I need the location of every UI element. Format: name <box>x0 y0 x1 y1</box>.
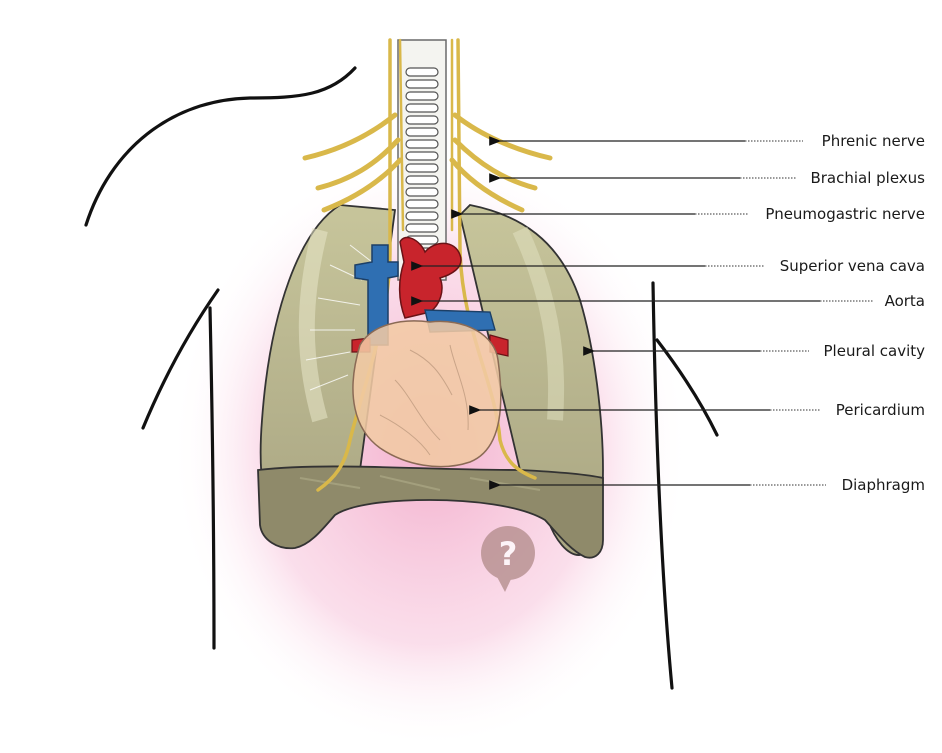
tracheal-ring <box>405 91 439 101</box>
tracheal-ring <box>405 139 439 149</box>
label-phrenic-nerve: Phrenic nerve <box>822 132 925 150</box>
tracheal-ring <box>405 223 439 233</box>
tracheal-ring <box>405 67 439 77</box>
diaphragm <box>257 465 604 559</box>
tracheal-ring <box>405 103 439 113</box>
body-outline <box>84 66 719 690</box>
label-brachial-plexus: Brachial plexus <box>810 169 925 187</box>
label-pleural-cavity: Pleural cavity <box>824 342 926 360</box>
tracheal-ring <box>405 175 439 185</box>
tracheal-ring <box>405 127 439 137</box>
tracheal-ring <box>405 115 439 125</box>
label-superior-vena-cava: Superior vena cava <box>780 257 925 275</box>
labels: Phrenic nerve Brachial plexus Pneumogast… <box>765 132 925 494</box>
leader-lines <box>411 136 874 490</box>
label-pericardium: Pericardium <box>836 401 925 419</box>
label-diaphragm: Diaphragm <box>842 476 925 494</box>
diaphragm-texture <box>299 475 541 491</box>
label-pneumogastric-nerve: Pneumogastric nerve <box>765 205 925 223</box>
label-aorta: Aorta <box>885 292 925 310</box>
tracheal-ring <box>405 79 439 89</box>
svg-text:?: ? <box>499 535 518 573</box>
question-mark-icon: ? <box>481 526 535 592</box>
tracheal-ring <box>405 199 439 209</box>
heart-vessels <box>379 344 469 456</box>
right-lung <box>459 204 604 556</box>
tracheal-ring <box>405 211 439 221</box>
tracheal-ring <box>405 187 439 197</box>
lungs <box>259 204 604 556</box>
pericardium <box>352 320 502 468</box>
tracheal-ring <box>405 163 439 173</box>
tracheal-ring <box>405 151 439 161</box>
